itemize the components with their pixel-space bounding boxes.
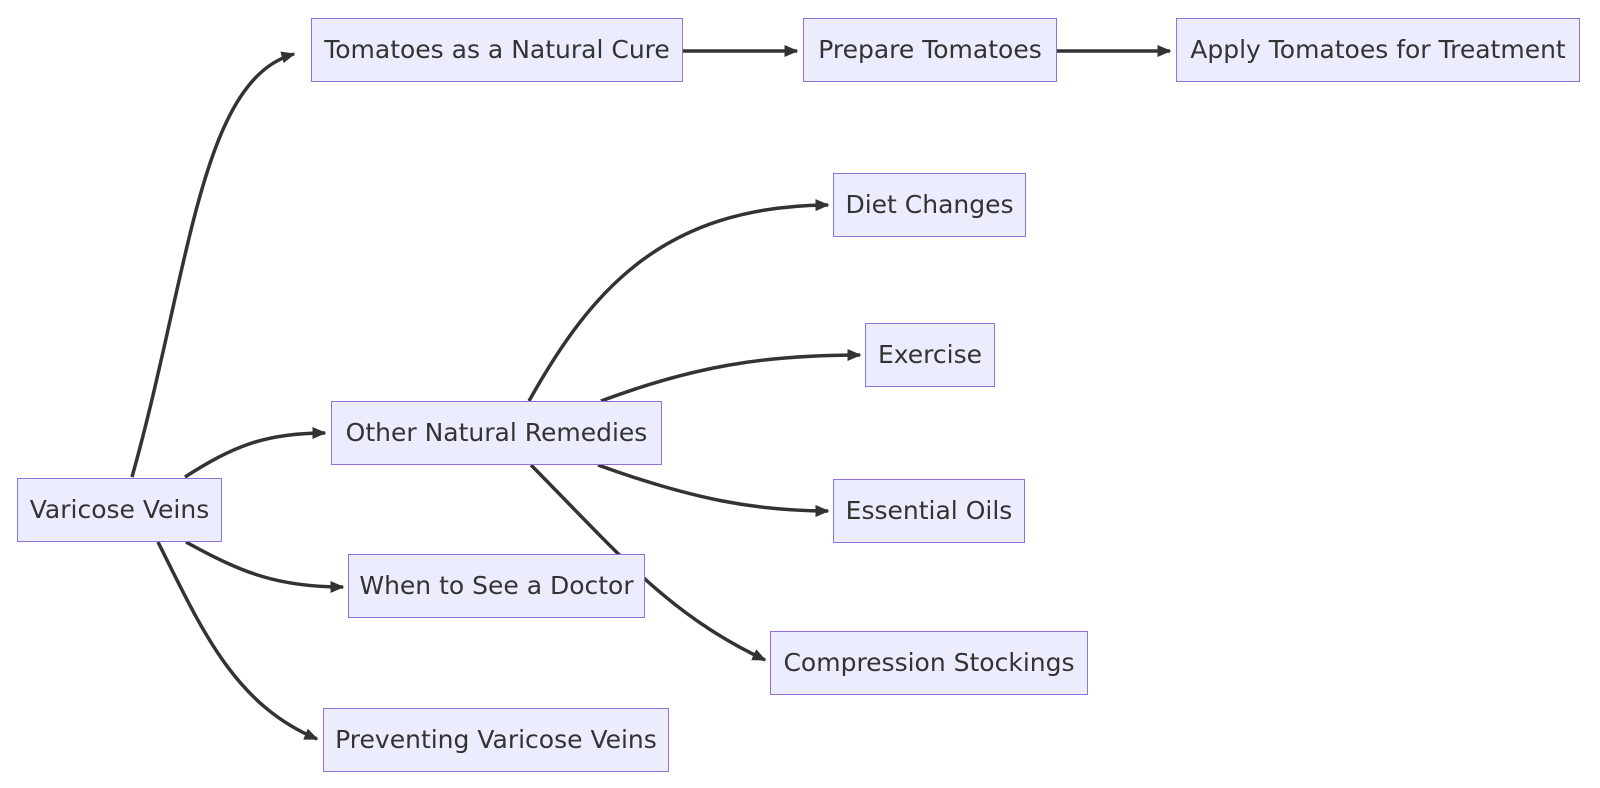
edge-other-remedies-to-exercise <box>600 349 862 403</box>
node-label: Apply Tomatoes for Treatment <box>1190 34 1566 64</box>
edge-varicose-to-doctor <box>185 540 345 593</box>
node-label: Other Natural Remedies <box>345 417 648 447</box>
node-compression-stockings: Compression Stockings <box>770 631 1088 695</box>
node-apply-tomatoes-for-treatment: Apply Tomatoes for Treatment <box>1176 18 1580 82</box>
node-essential-oils: Essential Oils <box>833 479 1025 543</box>
node-preventing-varicose-veins: Preventing Varicose Veins <box>323 708 669 772</box>
node-tomatoes-as-natural-cure: Tomatoes as a Natural Cure <box>311 18 683 82</box>
node-diet-changes: Diet Changes <box>833 173 1026 237</box>
node-exercise: Exercise <box>865 323 995 387</box>
edge-varicose-to-preventing <box>156 541 319 741</box>
edge-other-remedies-to-diet <box>527 199 830 402</box>
node-label: Essential Oils <box>845 495 1013 525</box>
edge-other-remedies-to-essential-oils <box>597 463 830 517</box>
edge-varicose-to-tomatoes <box>130 51 296 478</box>
node-label: Preventing Varicose Veins <box>335 724 657 754</box>
node-label: Prepare Tomatoes <box>818 34 1042 64</box>
node-when-to-see-a-doctor: When to See a Doctor <box>348 554 645 618</box>
node-label: When to See a Doctor <box>359 570 634 600</box>
node-label: Tomatoes as a Natural Cure <box>324 34 670 64</box>
edge-varicose-to-other-remedies <box>184 427 327 479</box>
node-label: Compression Stockings <box>783 647 1075 677</box>
node-label: Diet Changes <box>845 189 1014 219</box>
node-label: Varicose Veins <box>29 494 210 524</box>
node-label: Exercise <box>877 339 983 369</box>
node-prepare-tomatoes: Prepare Tomatoes <box>803 18 1057 82</box>
edge-other-remedies-to-compression <box>529 463 767 662</box>
node-varicose-veins: Varicose Veins <box>17 478 222 542</box>
node-other-natural-remedies: Other Natural Remedies <box>331 401 662 465</box>
